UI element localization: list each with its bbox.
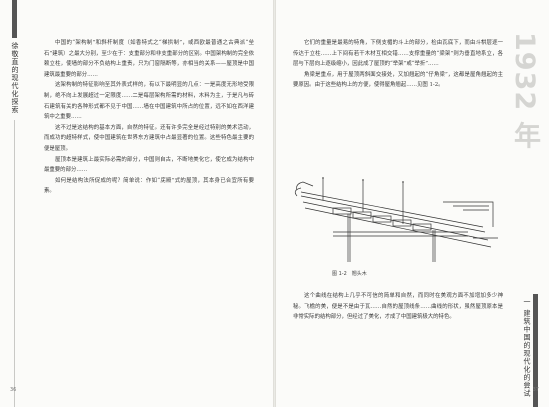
roof-rafter-line <box>300 195 486 233</box>
page-number-left: 36 <box>10 387 17 393</box>
paragraph: 如何是结构法所促成的呢？简单说：作如“庑殿”式的屋顶，其本身已合宜所有要素。 <box>44 177 254 195</box>
leader-dot <box>402 181 404 183</box>
bracket-drawing-illustration <box>294 177 498 262</box>
paragraph: 这个曲线在结构上几乎不可信的简单和自然，而同时在美观方面不加增加多少神秘。飞檐的… <box>293 293 503 321</box>
right-text-column-bottom: 这个曲线在结构上几乎不可信的简单和自然，而同时在美观方面不加增加多少神秘。飞檐的… <box>293 291 503 323</box>
leader-dot <box>322 177 324 179</box>
bracket-block <box>392 219 412 227</box>
roof-rafter-line <box>300 191 484 228</box>
bracket-block <box>332 207 352 215</box>
bracket-drawing-figure <box>293 172 505 266</box>
paragraph: 屋顶本是建筑上最实际必需的部分，中国则自古，不断地美化它，使它成为结构中最重要的… <box>44 156 254 174</box>
leader-dot <box>362 179 364 181</box>
running-head-bar <box>12 0 17 38</box>
paragraph: 角梁是重点，用于屋顶两斜面交接处，又加翘起的“仔角梁”，这都是屋角翘起的主要原因… <box>293 71 503 89</box>
left-text-column: 中国的“架构制”和斜杆制度（如香特式之“梯拱制”，或西欧最普通之古典派“垒石”建… <box>44 38 254 197</box>
bracket-block <box>372 215 392 223</box>
right-text-column-top: 它们的重量是最易的特角，下侧支楣的斗上的部分，检由瓦底下，而由斗栱层逐一传达于立… <box>293 38 503 91</box>
running-head-left: 徐敬直的现代化探索 <box>11 42 19 114</box>
paragraph: 这不过是这结构的基本方面，自然的特征。还有许多完全是经过特别的美术活动，而成功的… <box>44 124 254 152</box>
book-gutter <box>273 0 276 407</box>
roof-rafter-line <box>302 201 489 241</box>
paragraph: 中国的“架构制”和斜杆制度（如香特式之“梯拱制”，或西欧最普通之古典派“垒石”建… <box>44 40 254 78</box>
ridge-detail <box>443 201 494 227</box>
margin-rule <box>14 120 15 407</box>
bracket-block <box>412 223 432 231</box>
paragraph: 这架构制的特征影响至其外表式样的，有以下最明显的几点：一是高度无形地受限制，绝不… <box>44 82 254 121</box>
figure-caption: 图 1-2 翘头木 <box>332 271 367 277</box>
running-head-right: 一 建筑中国的现代化的尝试 <box>523 298 531 398</box>
left-page: 徐敬直的现代化探索 中国的“架构制”和斜杆制度（如香特式之“梯拱制”，或西欧最普… <box>0 0 273 407</box>
roof-rafter-line <box>304 207 492 248</box>
eave-upturn <box>294 187 302 197</box>
paragraph: 它们的重量是最易的特角，下侧支楣的斗上的部分，检由瓦底下，而由斗栱层逐一传达于立… <box>293 40 503 68</box>
page-number-right: 37 <box>532 387 539 393</box>
bracket-block <box>352 211 372 219</box>
running-head-bar <box>533 294 538 407</box>
right-page: 1932 年 它们的重量是最易的特角，下侧支楣的斗上的部分，检由瓦底下，而由斗栱… <box>276 0 549 407</box>
chapter-year: 1932 年 <box>509 32 540 150</box>
eave-upturn <box>296 181 314 191</box>
